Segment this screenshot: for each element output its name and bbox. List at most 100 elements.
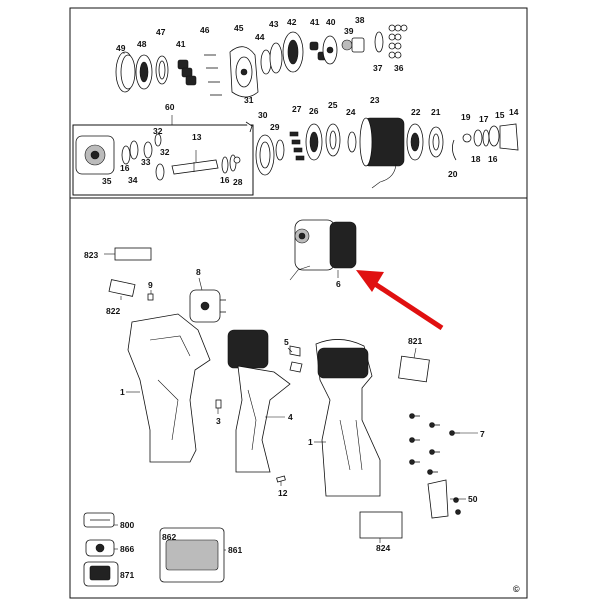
part-42-disc [282,31,304,73]
callout-28: 28 [233,177,243,187]
callout-16c: 16 [220,175,230,185]
callout-27: 27 [292,104,302,114]
part-3-screw [215,399,222,409]
callout-15: 15 [495,110,505,120]
callout-48: 48 [137,39,147,49]
callout-29: 29 [270,122,280,132]
part-32-washers [154,133,165,181]
part-13-spindle [171,150,219,175]
callout-871: 871 [120,570,134,580]
callout-26: 26 [309,106,319,116]
callout-50: 50 [468,494,478,504]
part-24-washer [347,131,357,153]
callout-16a: 16 [488,154,498,164]
part-8-plate [189,289,226,323]
callout-34: 34 [128,175,138,185]
callout-33: 33 [141,157,151,167]
callout-25: 25 [328,100,338,110]
callout-866: 866 [120,544,134,554]
callout-37: 37 [373,63,383,73]
part-39-38-gear [341,37,365,53]
callout-35: 35 [102,176,112,186]
part-20-clip [452,139,457,161]
part-19-18-bearing [462,129,483,147]
part-43-44-plate [260,42,283,75]
part-5-clip [289,345,303,373]
callout-22: 22 [411,107,421,117]
callout-9: 9 [148,280,153,290]
callout-43: 43 [269,19,279,29]
part-17-16-15-14-sleeve [482,123,519,151]
part-866-holder [85,539,115,557]
callout-17: 17 [479,114,489,124]
callout-800: 800 [120,520,134,530]
part-31-bracket [245,121,253,133]
part-4-housing-half-right [227,329,291,473]
callout-824: 824 [376,543,390,553]
part-26-rotor [305,123,323,161]
callout-40: 40 [326,17,336,27]
part-27-magnets [289,131,305,161]
callout-41a: 41 [176,39,186,49]
highlight-arrow [356,270,444,331]
part-823-label [104,247,152,261]
part-12-pin [276,475,286,483]
callout-47: 47 [156,27,166,37]
leader-lines [114,270,466,551]
part-1-housing-assembled [315,339,381,497]
callout-5: 5 [284,337,289,347]
callout-24: 24 [346,107,356,117]
part-861-charger [159,527,225,583]
part-7-screws [409,413,478,475]
callout-20: 20 [448,169,458,179]
callout-42: 42 [287,17,297,27]
part-41-clips-left [177,59,197,86]
callout-41b: 41 [310,17,320,27]
callout-18: 18 [471,154,481,164]
callout-31: 31 [244,95,254,105]
callout-7: 7 [480,429,485,439]
callout-6: 6 [336,279,341,289]
callout-23: 23 [370,95,380,105]
callout-39: 39 [344,26,354,36]
callout-823: 823 [84,250,98,260]
callout-1b: 1 [308,437,313,447]
callout-32a: 32 [153,126,163,136]
gearbox-subframe [72,124,254,196]
part-35-gear-housing [75,135,115,175]
callout-21: 21 [431,107,441,117]
part-37-ring [374,31,384,53]
callout-44: 44 [255,32,265,42]
part-23-stator [359,117,405,189]
callout-49: 49 [116,43,126,53]
part-22-plate [406,123,424,161]
part-45-housing [229,46,259,98]
callout-13: 13 [192,132,202,142]
callout-14: 14 [509,107,519,117]
callout-12: 12 [278,488,288,498]
part-36-balls [388,24,408,59]
part-800-bit [83,512,115,528]
callout-46: 46 [200,25,210,35]
callout-36: 36 [394,63,404,73]
callout-38: 38 [355,15,365,25]
callout-30: 30 [258,110,268,120]
callout-4: 4 [288,412,293,422]
part-48-washer [135,54,153,90]
part-21-washer [428,126,444,158]
part-871-battery [83,561,119,587]
copyright-symbol: © [513,584,520,594]
callout-labels: 49 48 47 41 46 45 44 43 42 41 40 39 38 3… [84,15,520,594]
callout-45: 45 [234,23,244,33]
part-41-40-carrier [309,35,338,65]
part-25-ring [325,123,341,157]
callout-862: 862 [162,532,176,542]
part-822-label [108,279,136,297]
part-30-washer [255,134,275,176]
part-824-label [359,511,403,539]
part-16-28-clips [221,154,241,174]
part-1-housing-half-left [127,313,211,463]
part-9-screw [147,293,154,301]
top-assembly-frame [69,7,528,199]
part-29-ring [275,139,285,161]
